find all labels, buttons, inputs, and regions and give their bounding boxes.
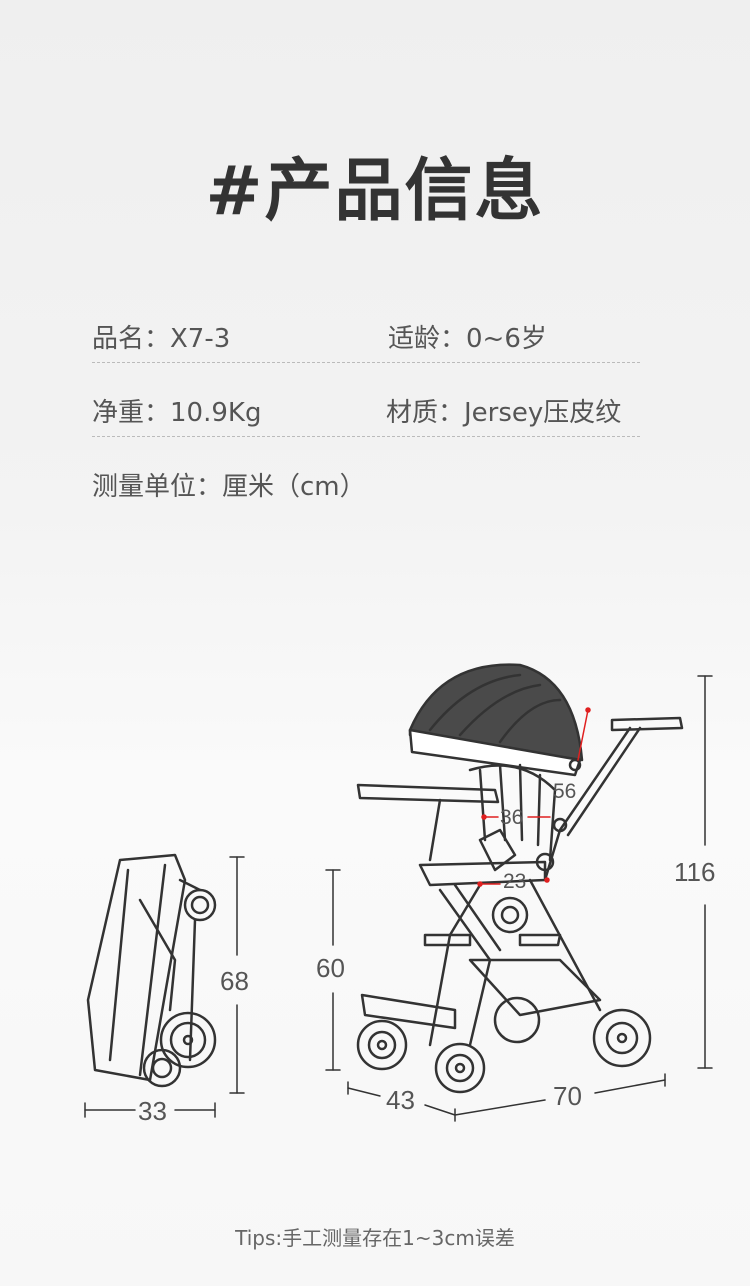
wheelbase-width-label: 43 (386, 1085, 415, 1115)
spec-material: 材质：Jersey压皮纹 (386, 398, 622, 428)
stroller-drawing (356, 663, 684, 1094)
spec-name: 品名：X7-3 (92, 324, 231, 354)
seat-width-label: 36 (500, 806, 524, 829)
page-title: #产品信息 (205, 152, 545, 231)
spec-weight: 净重：10.9Kg (92, 398, 262, 428)
spec-age: 适龄：0~6岁 (388, 324, 547, 354)
dimension-lines (84, 675, 713, 1122)
length-label: 70 (553, 1081, 582, 1111)
backrest-label: 56 (553, 780, 577, 803)
seat-depth-label: 23 (503, 870, 527, 893)
measurement-tips: Tips:手工测量存在1~3cm误差 (235, 1226, 515, 1250)
spec-unit: 测量单位：厘米（cm） (92, 472, 366, 502)
total-height-label: 116 (674, 857, 716, 887)
measurement-markers (477, 707, 591, 887)
divider (92, 362, 640, 363)
folded-width-label: 33 (138, 1096, 167, 1126)
divider (92, 436, 640, 437)
folded-height-label: 68 (220, 966, 249, 996)
seat-height-label: 60 (316, 953, 345, 983)
folded-stroller-drawing (86, 853, 217, 1088)
